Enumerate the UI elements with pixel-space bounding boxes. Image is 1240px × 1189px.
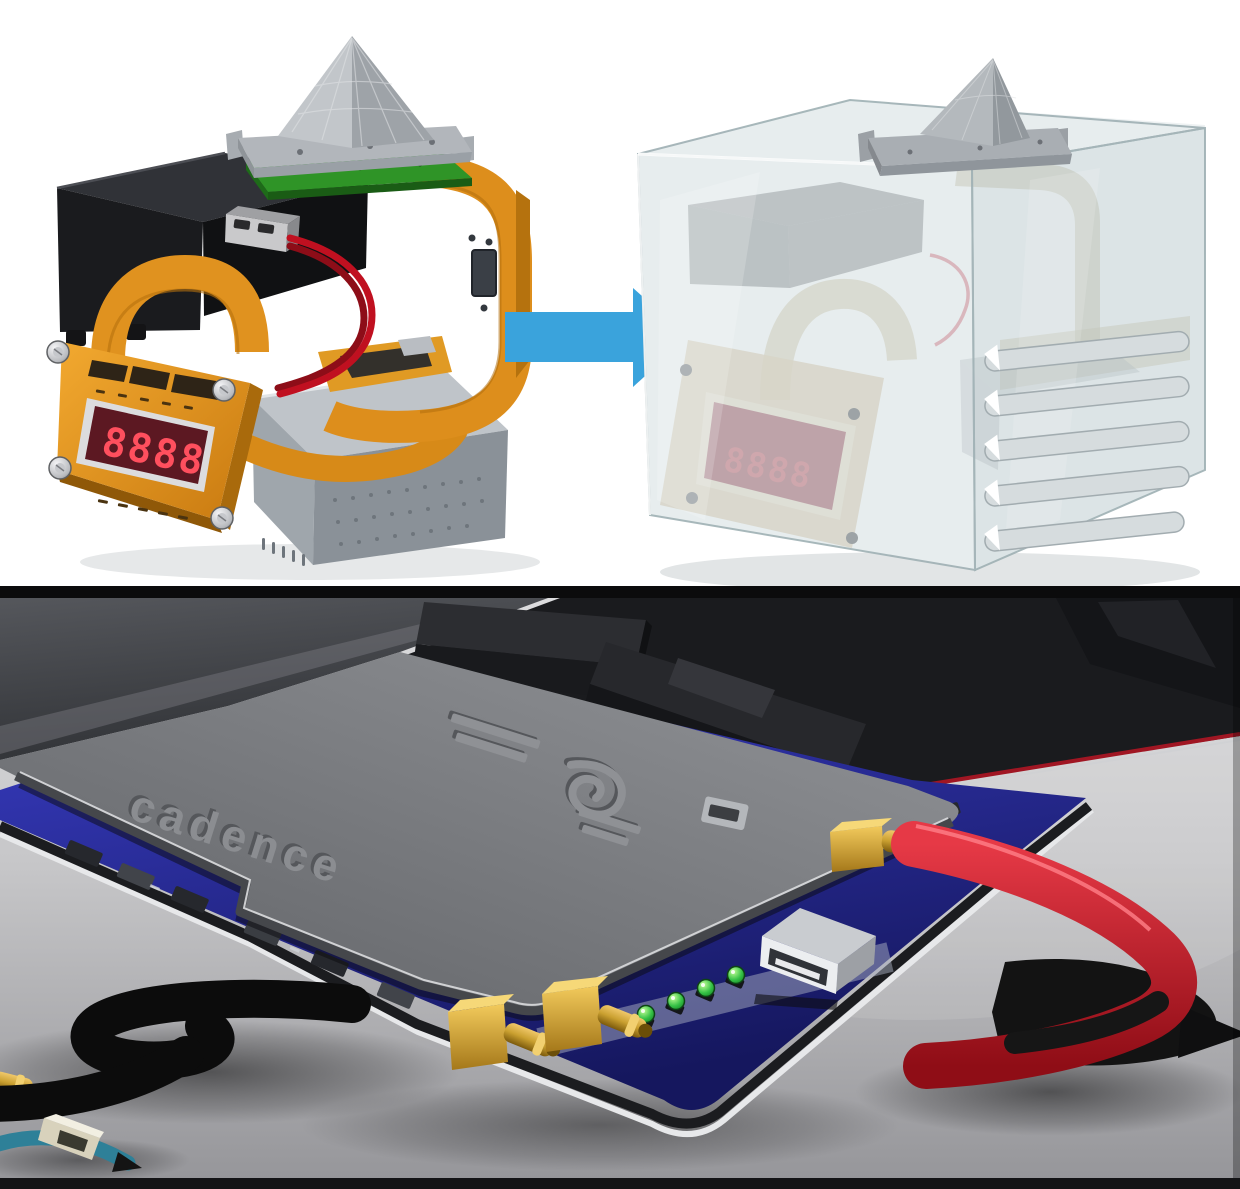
right-edge-vignette [1233, 598, 1240, 1180]
led [666, 991, 686, 1011]
board-edge-shadow [0, 802, 1093, 1129]
cadence-cover: cadence cadence [0, 652, 959, 1021]
led [726, 965, 746, 985]
black-ribbon-cable [0, 979, 371, 1122]
sma-connector-front-left [448, 994, 561, 1070]
cable-tip [1178, 1006, 1240, 1058]
usb-connector [754, 908, 876, 1010]
flex-arch [91, 254, 269, 361]
status-leds [635, 965, 746, 1028]
enclosure-antenna [858, 58, 1072, 176]
led [636, 1004, 656, 1024]
transparent-enclosure: 8888 [636, 58, 1206, 572]
top-panel-render: 8888 [0, 0, 1240, 592]
device-shadow [80, 544, 540, 580]
top-board-assembly [397, 598, 1240, 794]
panel-label-marks [95, 389, 193, 520]
board-bottom-edge [0, 807, 1094, 1137]
bottom-panel-render: cadence cadence [0, 598, 1240, 1189]
cover-clip [701, 796, 749, 831]
red-ribbon-cable [891, 821, 1240, 1089]
cadence-logo-emblem [447, 710, 641, 846]
red-wires [274, 234, 376, 398]
enclosure-shadow [660, 552, 1200, 592]
right-arrow-icon [505, 288, 688, 387]
flex-bottom-band [234, 420, 468, 482]
teal-flex-connector [0, 1114, 142, 1172]
panel-divider [0, 586, 1240, 598]
sma-connector-front-right [542, 976, 653, 1052]
loop-connector-cutout [471, 249, 497, 297]
enclosure-front-face [638, 154, 975, 570]
vent-dots [262, 477, 484, 566]
panel-screws [46, 340, 236, 530]
back-slab [0, 598, 548, 760]
antenna-mesh [291, 37, 425, 147]
seven-segment-display [85, 406, 208, 484]
wire-connector [225, 206, 300, 252]
display-panel: 8888 [46, 340, 263, 533]
vent-slots [984, 330, 1190, 552]
pcb-components [64, 802, 961, 1009]
cover-top-face [0, 652, 959, 1011]
horn-antenna [226, 36, 474, 178]
black-module-corner [1056, 598, 1240, 708]
bottom-border [0, 1178, 1240, 1189]
led [696, 978, 716, 998]
flex-pcb-device-assembly: 8888 [46, 36, 532, 566]
